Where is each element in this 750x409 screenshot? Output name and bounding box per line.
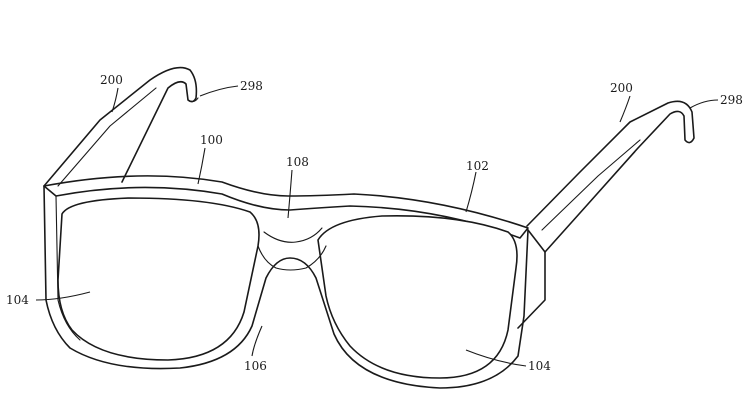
- label-tip-right: 298: [720, 93, 743, 107]
- reference-labels: 200 298 200 298 100 108 102 104 104 106: [6, 73, 743, 373]
- label-lens-left: 104: [6, 293, 29, 307]
- label-brow: 102: [466, 159, 489, 173]
- label-temple-left: 200: [100, 73, 123, 87]
- label-tip-left: 298: [240, 79, 263, 93]
- label-lens-right: 104: [528, 359, 551, 373]
- right-lens: [317, 215, 518, 379]
- nose-bridge: [257, 245, 327, 271]
- label-nose: 106: [244, 359, 267, 373]
- label-temple-right: 200: [610, 81, 633, 95]
- right-temple-arm: [517, 100, 695, 329]
- left-temple-arm: [43, 66, 199, 187]
- label-bridge: 108: [286, 155, 309, 169]
- label-frame: 100: [200, 133, 223, 147]
- left-lens: [57, 197, 260, 361]
